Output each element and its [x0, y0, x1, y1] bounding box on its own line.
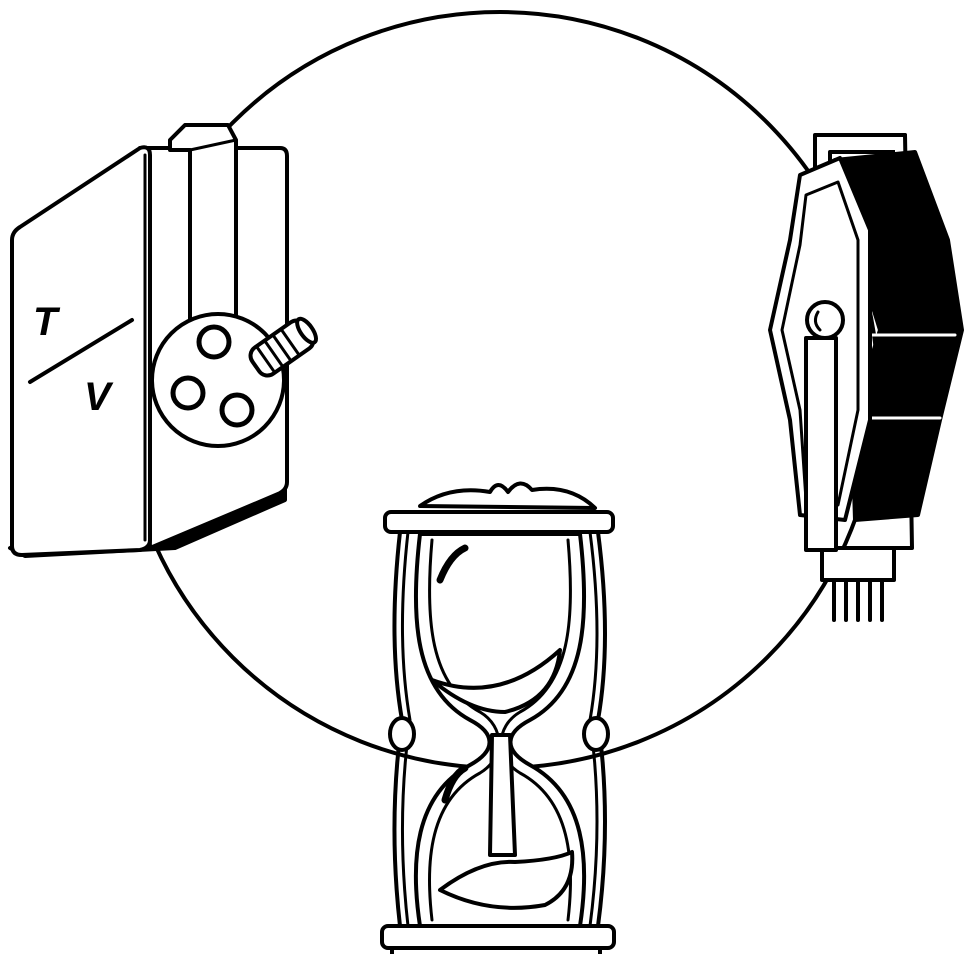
camera-label-bottom: V: [84, 375, 114, 419]
camera-label-top: T: [33, 300, 61, 344]
lamp-icon: [770, 135, 962, 620]
hourglass-icon: [382, 483, 614, 954]
